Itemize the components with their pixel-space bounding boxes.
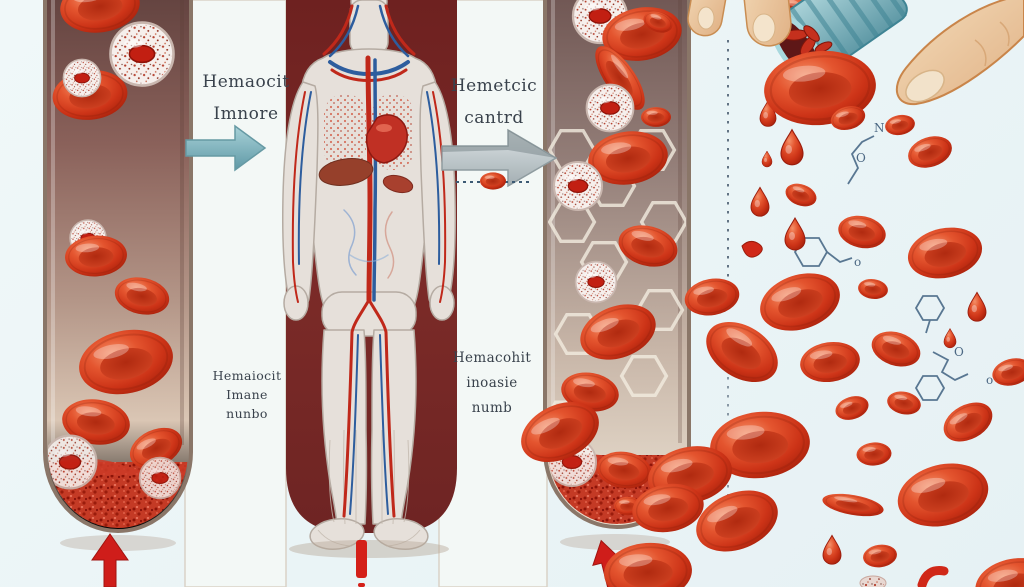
hand-and-vial [687,0,1024,135]
chem-letter-n: N [874,121,885,135]
human-figure [282,0,456,558]
label-line: Hemetcic [450,76,538,96]
dashed-line-with-cell [456,172,532,190]
chem-letter-o: O [954,345,964,359]
test-tube-right [543,0,691,550]
up-arrow-center-icon [356,540,367,587]
chemical-structures: N O o O o [793,0,993,401]
label-line: inoasie [466,375,518,391]
label-line: numb [471,400,513,416]
label-line: Hemacohit [452,350,532,366]
label-line: Hemaiocit [212,368,282,383]
label-line: Hemaocit [202,72,290,92]
finger-left-front [740,0,792,47]
white-panel-left [184,0,287,587]
label-right-top: Hemetcic cantrd [438,70,550,134]
blood-drops [741,100,987,587]
label-line: Imnore [213,104,279,124]
label-line: nunbo [226,406,268,421]
right-arrow-gray-icon [441,128,558,188]
label-right-bottom: Hemacohit inoasie numb [434,346,550,421]
right-arrow-teal-icon [185,124,267,172]
test-tube-left [43,0,193,551]
label-line: Imane [226,387,268,402]
label-left-top: Hemaocit Imnore [188,66,304,130]
chem-letter-o: o [854,255,861,269]
finger-right-pointing [896,0,1024,106]
finger-left-back [687,0,731,37]
up-arrow-left-icon [91,533,129,587]
chem-letter-o: o [986,373,993,387]
chem-letter-o: O [856,151,866,165]
label-line: cantrd [464,108,524,128]
label-left-bottom: Hemaiocit Imane nunbo [192,366,302,423]
